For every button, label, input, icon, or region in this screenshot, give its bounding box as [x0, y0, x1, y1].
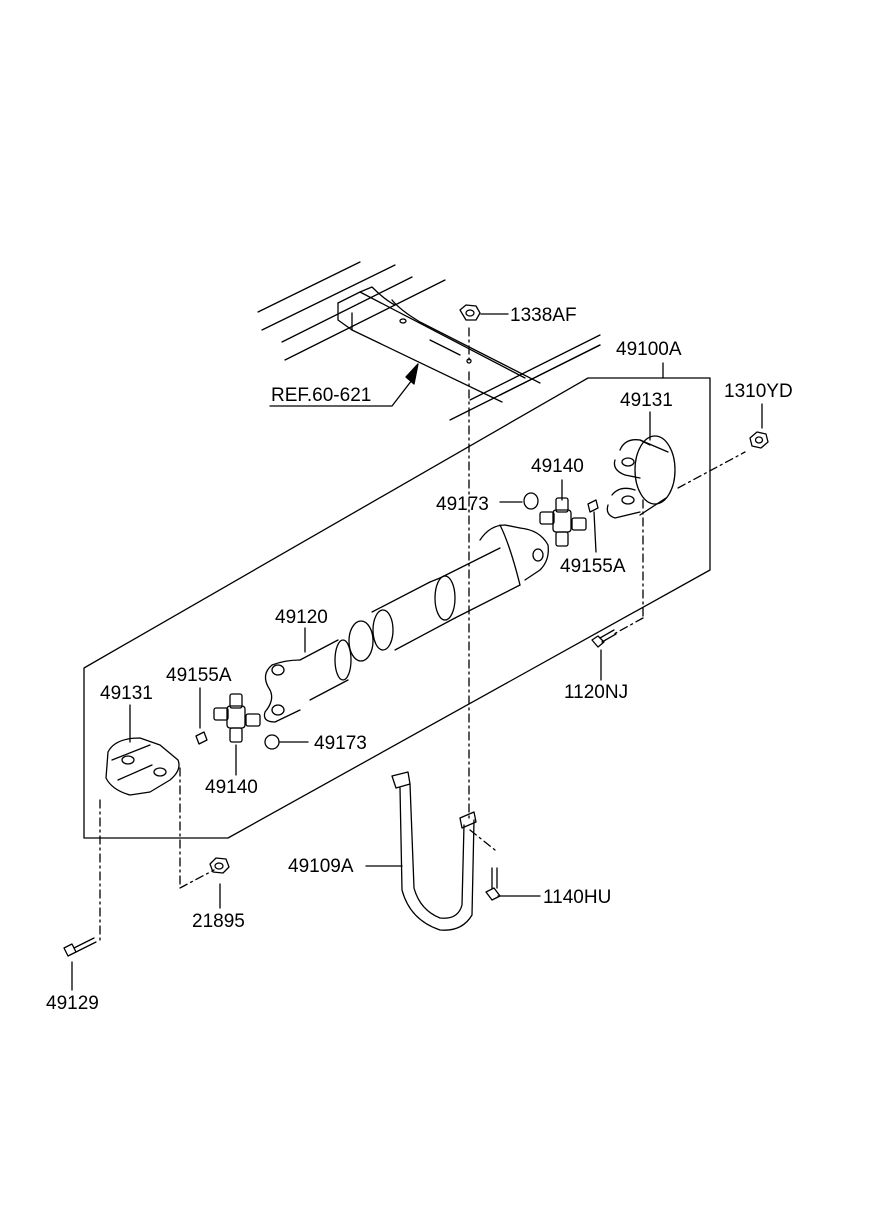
- label-1338af: 1338AF: [510, 305, 577, 326]
- label-1310yd: 1310YD: [724, 381, 793, 402]
- flange-yoke-left-icon: [105, 737, 180, 796]
- label-49140-top: 49140: [531, 456, 584, 477]
- universal-joint-right-icon: [539, 497, 587, 547]
- label-49173-top: 49173: [436, 494, 489, 515]
- alignment-dashes: [99, 327, 746, 941]
- label-49173-middle: 49173: [314, 733, 367, 754]
- label-1120nj: 1120NJ: [564, 682, 629, 703]
- label-1140hu: 1140HU: [543, 887, 612, 908]
- leader-lines: [71, 313, 763, 991]
- slip-yoke-icon: [263, 639, 352, 723]
- label-49140-left: 49140: [205, 777, 258, 798]
- assembly-outline: [83, 377, 711, 839]
- label-49131-top: 49131: [620, 390, 673, 411]
- nut-1310yd-icon: [749, 431, 769, 449]
- label-21895: 21895: [192, 911, 245, 932]
- safety-strap-icon: [391, 771, 477, 931]
- label-49109a: 49109A: [288, 856, 354, 877]
- label-49155a-left: 49155A: [166, 665, 232, 686]
- snap-ring-upper-icon: [523, 492, 539, 510]
- label-49155a-top: 49155A: [560, 556, 626, 577]
- bolt-1140hu-icon: [485, 867, 501, 901]
- label-49129: 49129: [46, 993, 99, 1014]
- frame-crossmember: [257, 261, 601, 421]
- nut-21895-icon: [209, 857, 230, 874]
- grease-nipple-upper-icon: [587, 499, 599, 513]
- label-ref-60-621: REF.60-621: [271, 385, 372, 406]
- nut-1338af-icon: [459, 304, 481, 321]
- ref-arrowhead: [405, 363, 419, 385]
- snap-ring-shaft-icon: [348, 620, 374, 662]
- universal-joint-left-icon: [213, 693, 261, 743]
- propeller-shaft-icon: [371, 524, 549, 651]
- flange-yoke-right-icon: [606, 435, 676, 519]
- bolt-1120nj-icon: [591, 629, 617, 648]
- label-49120: 49120: [275, 607, 328, 628]
- grease-nipple-left-icon: [195, 731, 208, 745]
- label-49100a: 49100A: [616, 339, 682, 360]
- bolt-49129-icon: [63, 937, 97, 957]
- snap-ring-middle-icon: [264, 734, 280, 750]
- label-49131-left: 49131: [100, 683, 153, 704]
